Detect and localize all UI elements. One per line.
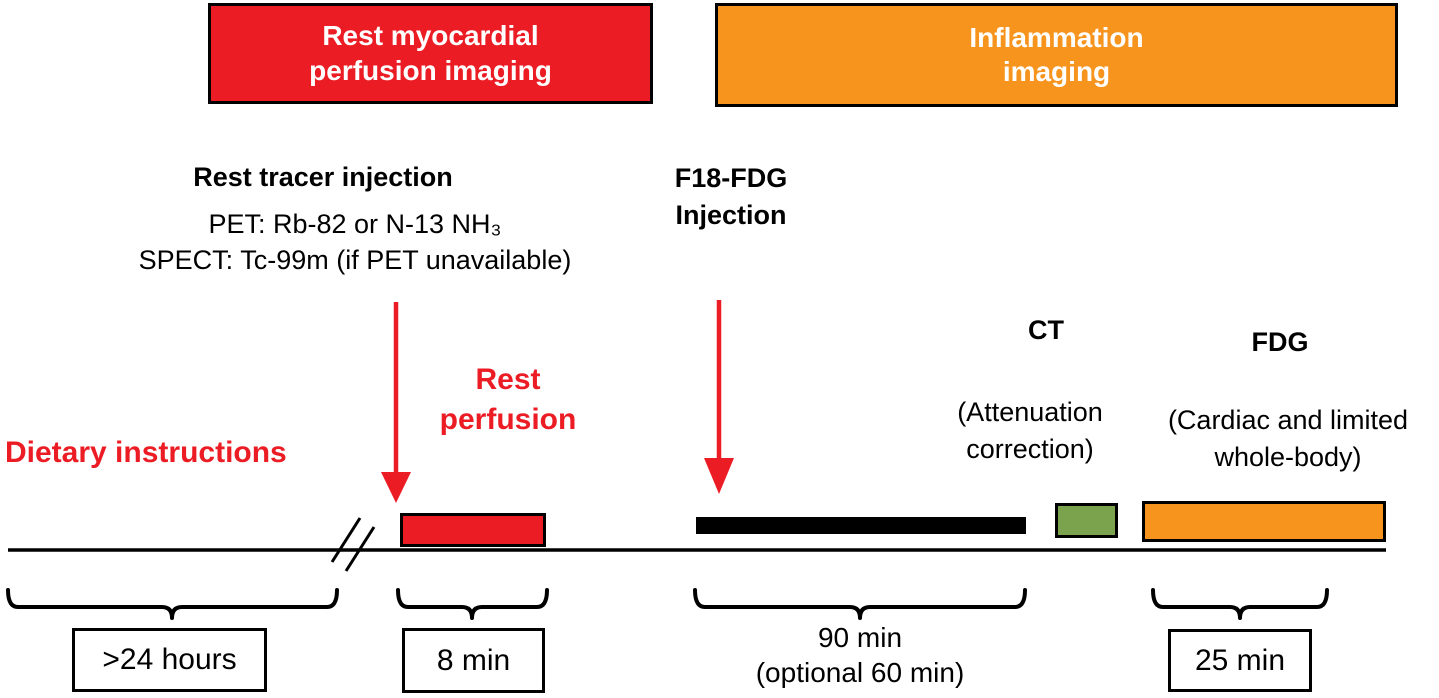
dietary-instructions-label: Dietary instructions — [5, 436, 287, 469]
ct-scan-bar — [1055, 503, 1118, 538]
rest-tracer-injection-title: Rest tracer injection — [193, 162, 453, 192]
rest-perfusion-label: Rest perfusion — [439, 363, 577, 436]
fdg-injection-label: F18-FDG Injection — [674, 163, 788, 231]
ct-label: CT — [1028, 315, 1064, 345]
fdg-scan-duration-value: 25 min — [1194, 643, 1286, 677]
brace-uptake — [693, 588, 1027, 620]
inflammation-phase-header: Inflammation imaging — [715, 3, 1398, 107]
rest-perfusion-duration-value: 8 min — [436, 643, 511, 677]
brace-rest-perfusion — [396, 588, 549, 620]
timeline-break-icon — [330, 517, 376, 572]
fdg-sublabel: (Cardiac and limited whole-body) — [1167, 405, 1409, 473]
fdg-scan-duration-box: 25 min — [1168, 629, 1312, 692]
rest-tracer-arrow-icon — [381, 302, 411, 503]
dietary-duration-box: >24 hours — [72, 628, 267, 692]
rest-perfusion-phase-header: Rest myocardial perfusion imaging — [208, 3, 653, 104]
fdg-scan-bar — [1142, 501, 1386, 542]
uptake-duration-label: 90 min (optional 60 min) — [755, 622, 965, 688]
uptake-period-bar — [696, 517, 1026, 534]
brace-fdg-scan — [1151, 588, 1329, 620]
fdg-injection-arrow-icon — [704, 300, 734, 494]
rest-perfusion-bar — [400, 513, 546, 547]
rest-perfusion-duration-box: 8 min — [402, 628, 545, 693]
fdg-label: FDG — [1251, 327, 1309, 357]
ct-sublabel: (Attenuation correction) — [957, 397, 1103, 465]
brace-dietary — [6, 588, 339, 620]
dietary-duration-value: >24 hours — [102, 643, 237, 676]
rest-tracer-injection-details: PET: Rb-82 or N-13 NH₃ SPECT: Tc-99m (if… — [138, 209, 572, 275]
